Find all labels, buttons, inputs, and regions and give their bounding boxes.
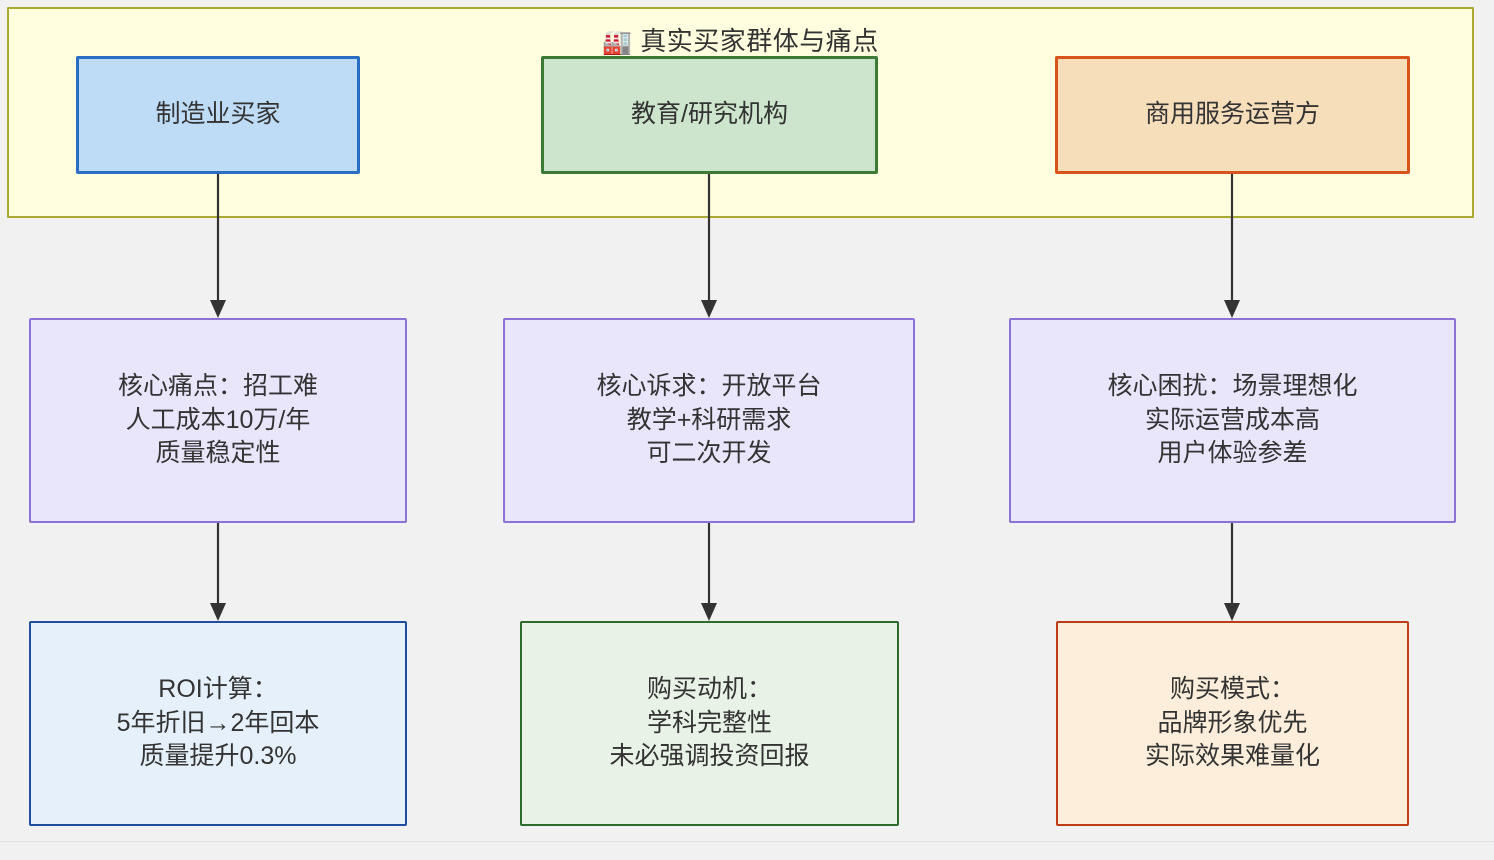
node-line-1: 购买模式： (1169, 675, 1295, 704)
subgraph-title-text: 真实买家群体与痛点 (640, 26, 879, 56)
node-line-2: 学科完整性 (646, 708, 772, 737)
node-line-1: 核心痛点：招工难 (117, 372, 318, 401)
node-persona-education[interactable]: 教育/研究机构 (541, 56, 878, 174)
node-line-2: 品牌形象优先 (1157, 708, 1308, 737)
node-persona-commercial[interactable]: 商用服务运营方 (1055, 56, 1410, 174)
node-pain-commercial[interactable]: 核心困扰：场景理想化 实际运营成本高 用户体验参差 (1009, 318, 1456, 523)
node-line-3: 质量稳定性 (155, 439, 281, 468)
node-line-1: ROI计算： (158, 675, 278, 704)
node-line-3: 可二次开发 (646, 439, 772, 468)
edge-pain-education-to-outcome (701, 523, 717, 621)
edge-pain-manufacturing-to-outcome (210, 523, 226, 621)
node-line-1: 购买动机： (646, 675, 772, 704)
node-line-2: 5年折旧→2年回本 (116, 708, 320, 737)
factory-icon: 🏭 (602, 29, 633, 56)
node-outcome-manufacturing[interactable]: ROI计算： 5年折旧→2年回本 质量提升0.3% (29, 621, 407, 826)
bottom-divider (0, 841, 1494, 842)
node-label: 教育/研究机构 (631, 100, 788, 129)
node-label: 商用服务运营方 (1144, 100, 1320, 129)
node-label: 制造业买家 (155, 100, 281, 129)
node-line-2: 实际运营成本高 (1144, 405, 1320, 434)
node-line-2: 人工成本10万/年 (125, 405, 311, 434)
node-pain-education[interactable]: 核心诉求：开放平台 教学+科研需求 可二次开发 (503, 318, 915, 523)
node-line-1: 核心困扰：场景理想化 (1107, 372, 1358, 401)
node-line-2: 教学+科研需求 (626, 405, 792, 434)
node-line-3: 质量提升0.3% (139, 742, 297, 771)
node-line-3: 未必强调投资回报 (609, 742, 810, 771)
node-persona-manufacturing[interactable]: 制造业买家 (76, 56, 360, 174)
edge-pain-commercial-to-outcome (1224, 523, 1240, 621)
node-outcome-education[interactable]: 购买动机： 学科完整性 未必强调投资回报 (520, 621, 899, 826)
node-line-3: 实际效果难量化 (1144, 742, 1320, 771)
subgraph-title: 🏭 真实买家群体与痛点 (9, 21, 1472, 58)
node-line-1: 核心诉求：开放平台 (596, 372, 822, 401)
node-line-3: 用户体验参差 (1157, 439, 1308, 468)
node-pain-manufacturing[interactable]: 核心痛点：招工难 人工成本10万/年 质量稳定性 (29, 318, 407, 523)
node-outcome-commercial[interactable]: 购买模式： 品牌形象优先 实际效果难量化 (1056, 621, 1409, 826)
